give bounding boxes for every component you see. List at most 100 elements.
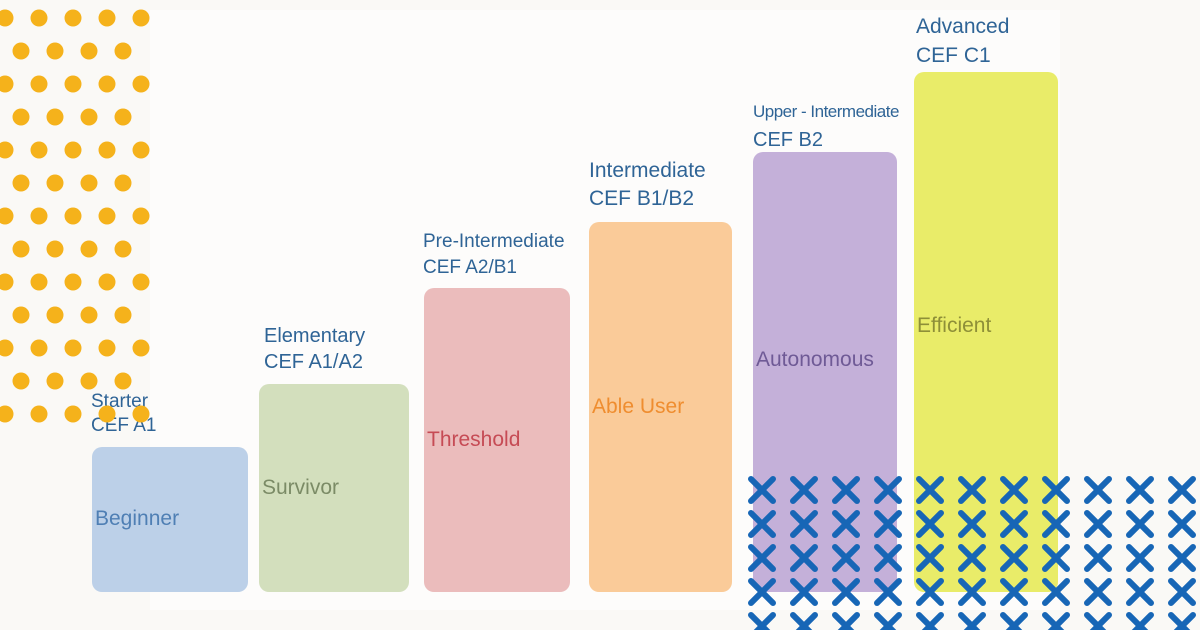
decor-dot xyxy=(0,9,14,27)
decor-cross xyxy=(790,612,818,630)
decor-dot xyxy=(132,273,150,291)
step-box-survivor: Survivor xyxy=(259,384,409,592)
decor-dot xyxy=(0,273,14,291)
decor-dot xyxy=(132,339,150,357)
decor-dot xyxy=(46,240,64,258)
level-heading-elementary: Elementary CEF A1/A2 xyxy=(264,323,365,375)
decor-cross xyxy=(1042,612,1070,630)
decor-cross xyxy=(874,612,902,630)
decor-dot xyxy=(98,273,116,291)
decor-dot xyxy=(30,9,48,27)
level-heading-upper-intermediate: Upper - Intermediate CEF B2 xyxy=(753,98,899,154)
decor-dot xyxy=(80,42,98,60)
decor-dot xyxy=(30,339,48,357)
decor-dot xyxy=(0,75,14,93)
step-descriptor: Efficient xyxy=(917,314,992,337)
decor-cross xyxy=(832,476,860,504)
decor-cross xyxy=(1126,578,1154,606)
decor-dot xyxy=(132,405,150,423)
decor-cross xyxy=(874,476,902,504)
decor-cross xyxy=(916,612,944,630)
decor-dot xyxy=(114,372,132,390)
decor-dot xyxy=(64,9,82,27)
decor-dot xyxy=(64,339,82,357)
decor-cross xyxy=(832,544,860,572)
decor-cross xyxy=(874,510,902,538)
decor-dot xyxy=(132,207,150,225)
decor-dot xyxy=(12,306,30,324)
decor-dot xyxy=(80,108,98,126)
decor-dot xyxy=(30,141,48,159)
decor-cross xyxy=(1000,510,1028,538)
decor-cross xyxy=(958,476,986,504)
decor-cross xyxy=(790,578,818,606)
decor-cross xyxy=(1126,510,1154,538)
step-box-autonomous: Autonomous xyxy=(753,152,897,592)
decor-cross xyxy=(790,510,818,538)
step-box-efficient: Efficient xyxy=(914,72,1058,592)
decor-cross xyxy=(1126,612,1154,630)
decor-cross xyxy=(916,544,944,572)
decor-cross xyxy=(748,544,776,572)
decor-dot xyxy=(114,174,132,192)
decor-dot xyxy=(12,372,30,390)
decor-cross xyxy=(958,510,986,538)
decor-cross xyxy=(1084,544,1112,572)
decor-dot xyxy=(30,207,48,225)
decor-dot xyxy=(98,141,116,159)
level-cef: CEF A2/B1 xyxy=(423,257,517,278)
level-heading-advanced: Advanced CEF C1 xyxy=(916,12,1009,70)
step-box-threshold: Threshold xyxy=(424,288,570,592)
decor-dot xyxy=(98,75,116,93)
decor-cross xyxy=(790,544,818,572)
step-box-beginner: Beginner xyxy=(92,447,248,592)
decor-dot xyxy=(46,372,64,390)
decor-cross xyxy=(832,578,860,606)
level-name: Upper - Intermediate xyxy=(753,102,899,121)
decor-dot xyxy=(12,240,30,258)
decor-dot xyxy=(12,108,30,126)
decor-cross xyxy=(1000,544,1028,572)
decor-dot xyxy=(64,141,82,159)
decor-cross xyxy=(1084,476,1112,504)
decor-cross xyxy=(748,612,776,630)
decor-cross xyxy=(1168,612,1196,630)
level-heading-intermediate: Intermediate CEF B1/B2 xyxy=(589,157,706,213)
decor-cross xyxy=(1168,544,1196,572)
decor-dot xyxy=(46,306,64,324)
decor-cross xyxy=(1126,544,1154,572)
decor-cross xyxy=(958,544,986,572)
decor-dot xyxy=(46,174,64,192)
decor-cross xyxy=(748,476,776,504)
decor-cross xyxy=(1000,578,1028,606)
decor-dot xyxy=(80,372,98,390)
step-descriptor: Able User xyxy=(592,395,685,418)
decor-cross xyxy=(1000,612,1028,630)
level-cef: CEF B2 xyxy=(753,129,824,151)
decor-cross xyxy=(916,510,944,538)
decor-cross xyxy=(1084,612,1112,630)
decor-cross xyxy=(790,476,818,504)
level-cef: CEF C1 xyxy=(916,44,991,67)
decor-cross xyxy=(748,578,776,606)
decor-dot xyxy=(12,174,30,192)
decor-dot xyxy=(80,174,98,192)
decor-cross xyxy=(874,544,902,572)
decor-dot xyxy=(46,42,64,60)
decor-cross xyxy=(916,476,944,504)
step-descriptor: Beginner xyxy=(95,507,180,530)
level-cef: CEF A1/A2 xyxy=(264,351,363,373)
dot-pattern-decoration xyxy=(0,9,150,423)
decor-dot xyxy=(12,42,30,60)
decor-cross xyxy=(1084,578,1112,606)
decor-dot xyxy=(0,207,14,225)
decor-cross xyxy=(1042,578,1070,606)
level-heading-pre-intermediate: Pre-Intermediate CEF A2/B1 xyxy=(423,229,565,281)
level-name: Intermediate xyxy=(589,159,706,182)
decor-cross xyxy=(1042,544,1070,572)
decor-cross xyxy=(832,510,860,538)
decor-dot xyxy=(0,141,14,159)
decor-dot xyxy=(0,405,14,423)
level-name: Advanced xyxy=(916,15,1010,38)
decor-dot xyxy=(98,405,116,423)
